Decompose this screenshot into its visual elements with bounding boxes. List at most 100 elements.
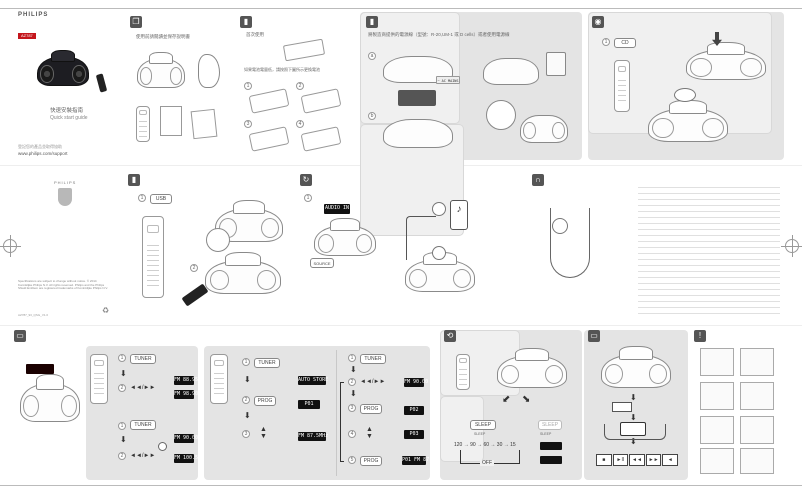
audio-in-display: AUDIO IN: [324, 204, 350, 214]
radio-seek-buttons-1[interactable]: ◄◄/►►: [130, 385, 156, 391]
audio-in-step-1: 1: [304, 194, 312, 202]
cd-panel: ◉ 1 CD: [588, 12, 784, 160]
battery-step-3-image: [248, 126, 290, 152]
preset-freq-display-b: FM 90.00: [404, 378, 429, 387]
philips-shield-logo: [58, 188, 72, 206]
sleep-button-disabled[interactable]: SLEEP: [538, 420, 562, 430]
manual-booklet-image: [160, 106, 182, 136]
radio-freq-display-4: FM 100.50: [174, 454, 202, 463]
radio-intro-panel: ▭: [14, 330, 82, 480]
tape-button-stop[interactable]: ■: [596, 454, 612, 466]
radio-tune-step-4: 2: [118, 452, 126, 460]
preset-step-b3: 3: [348, 404, 356, 412]
usb-panel: ▮ 1 USB 2: [122, 172, 294, 320]
usb-boombox-bottom: [198, 248, 288, 298]
warning-image-4: [740, 382, 774, 410]
trim-line-fold-2: [0, 325, 802, 326]
power-cord-image: [198, 54, 220, 88]
tape-button-play-pause[interactable]: ►II: [612, 454, 629, 466]
preset-down-arrow-1: ⬇: [244, 375, 251, 384]
preset-seek-buttons-b[interactable]: ◄◄/►►: [360, 379, 386, 385]
register-url[interactable]: www.philips.com/support: [18, 151, 68, 156]
battery-panel: ▮ 首次使用 如果電池電量低，請按照下圖所示更換電池 1 2 3 4: [236, 12, 354, 160]
radio-preset-panel: 1 TUNER ⬇ AUTO STORE 2 PROG P01 ⬇ 3 ▲▼ F…: [204, 346, 435, 480]
battery-step-4: 4: [296, 120, 304, 128]
preset-tuner-button[interactable]: TUNER: [254, 358, 280, 368]
cd-boombox-bottom: [640, 96, 736, 146]
feature-list-block: [638, 182, 780, 318]
sleep-timer-sequence: 120 → 90 → 60 → 30 → 15: [454, 442, 516, 448]
radio-display-closeup: [26, 364, 54, 374]
box-section-title: 使用前請閱讀並保存說明書: [136, 34, 190, 39]
sleep-arrow-right: ⬊: [522, 394, 531, 405]
wall-socket-image: [546, 52, 566, 76]
radio-hold-timer-icon: [158, 442, 167, 451]
battery-spec-label: ~ AC MAINS: [436, 76, 460, 84]
radio-seek-buttons-2[interactable]: ◄◄/►►: [130, 453, 156, 459]
preset-prog-button-b1[interactable]: PROG: [360, 404, 382, 414]
radio-tuner-button-1[interactable]: TUNER: [130, 354, 156, 364]
battery-section-icon: ▮: [240, 16, 252, 28]
sleep-section-icon: ⟲: [444, 330, 456, 342]
cd-button-label[interactable]: CD: [614, 38, 636, 48]
box-boombox-image: [132, 48, 190, 92]
radio-tuner-button-2[interactable]: TUNER: [130, 420, 156, 430]
warning-image-7: [700, 448, 734, 474]
registration-mark-left: [0, 235, 21, 257]
tape-button-rewind[interactable]: ◄◄: [629, 454, 645, 466]
box-contents-panel: ❐ 使用前請閱讀並保存說明書: [122, 12, 230, 160]
box-remote-image: [136, 106, 150, 142]
playback-boombox: [594, 342, 678, 392]
tape-button-forward[interactable]: ►►: [645, 454, 662, 466]
preset-down-arrow-b2: ⬇: [350, 389, 357, 398]
usb-section-icon: ▮: [128, 174, 140, 186]
preset-up-down-buttons[interactable]: ▲▼: [260, 426, 267, 440]
preset-step-2: 2: [242, 396, 250, 404]
sleep-display-1: [540, 442, 562, 450]
preset-tuner-button-b[interactable]: TUNER: [360, 354, 386, 364]
box-section-icon: ❐: [130, 16, 142, 28]
preset-down-arrow-b1: ⬇: [350, 365, 357, 374]
battery-step-1-image: [248, 88, 290, 114]
usb-step-2: 2: [190, 264, 198, 272]
cd-disc-image: [674, 88, 696, 102]
audio-cable-line: [406, 216, 436, 260]
warning-image-5: [700, 416, 734, 444]
tape-eject-image: [612, 402, 632, 412]
warning-image-6: [740, 416, 774, 444]
warning-section-icon: !: [694, 330, 706, 342]
power-boombox-front: [516, 104, 572, 146]
preset-prog-button-b2[interactable]: PROG: [360, 456, 382, 466]
tape-button-record[interactable]: ◄: [662, 454, 678, 466]
preset-mhz-display: FM 87.5MHz: [298, 432, 329, 441]
warning-panel: !: [692, 330, 784, 480]
preset-up-down-buttons-b[interactable]: ▲▼: [366, 426, 373, 440]
headphone-image: [550, 208, 590, 278]
sleep-panel: ⟲ ⬋ ⬊ SLEEP SLEEP 120 → 90 → 60 → 30 → 1…: [440, 330, 582, 480]
audio-in-source-button[interactable]: SOURCE: [310, 258, 334, 268]
preset-p02-display: P02: [404, 406, 424, 415]
playback-panel: ▭ ⬇ ⬇ ⬇ ■ ►II ◄◄ ►► ◄: [584, 330, 688, 480]
sleep-display-2: [540, 456, 562, 464]
trim-line-top: [0, 8, 802, 9]
cd-section-icon: ◉: [592, 16, 604, 28]
battery-step-1: 1: [244, 82, 252, 90]
battery-step-2-image: [300, 88, 342, 114]
playback-section-icon: ▭: [588, 330, 600, 342]
cd-open-arrow: [712, 32, 722, 46]
preset-loop-bracket: [340, 382, 344, 462]
usb-button-label[interactable]: USB: [150, 194, 172, 204]
battery-replace-note: 如果電池電量低，請按照下圖所示更換電池: [244, 67, 320, 72]
guide-title-zh: 快速安裝指南: [50, 108, 84, 114]
trim-line-bottom: [0, 485, 802, 486]
playback-down-arrow-1: ⬇: [630, 393, 637, 402]
cd-boombox-top: [678, 38, 774, 84]
audio-in-panel: ↻ 1 AUDIO IN SOURCE ♪: [296, 172, 520, 320]
preset-down-arrow-2: ⬇: [244, 411, 251, 420]
preset-step-3: 3: [242, 430, 250, 438]
radio-remote-image: [90, 354, 108, 404]
sleep-arrow-left: ⬋: [502, 394, 511, 405]
preset-prog-button[interactable]: PROG: [254, 396, 276, 406]
power-panel: ▮ 將製造商提供的電源線（型號：R-20,UM-1 或 D cells）或者使用…: [360, 12, 582, 236]
sleep-button[interactable]: SLEEP: [470, 420, 496, 430]
